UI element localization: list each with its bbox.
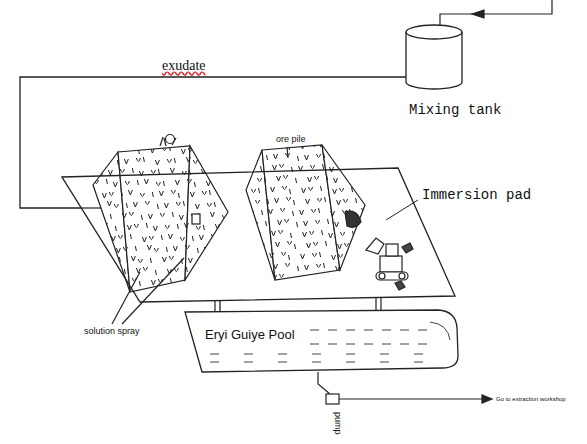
node-outline: [60, 160, 535, 310]
part-label: pump: [333, 412, 343, 435]
outflow-pipe: [318, 372, 330, 394]
leach-pool: Eryi Guiye Pool: [180, 306, 465, 378]
node-label: Immersion pad: [422, 187, 531, 203]
inflow-line: [440, 0, 552, 28]
part-label: ore pile: [276, 134, 306, 144]
outflow-arrowhead: [482, 395, 492, 403]
pump-symbol: [326, 394, 339, 404]
edge-label: exudate: [162, 58, 206, 74]
leader-line: [122, 258, 184, 324]
bulldozer: [366, 238, 413, 290]
pipe-connector: [219, 301, 220, 313]
inflow-arrowhead: [472, 10, 484, 18]
left-ore-pile: [93, 135, 236, 298]
part-label: solution spray: [84, 326, 140, 336]
immersion-pad: Immersion pad: [60, 160, 535, 310]
outflow-pipe: [339, 398, 486, 399]
leader-line: [287, 147, 288, 158]
node-label: Eryi Guiye Pool: [205, 328, 295, 343]
right-ore-pile: [246, 142, 372, 282]
pipe-connector: [20, 77, 406, 208]
node-label: Mixing tank: [409, 102, 501, 118]
mixing-tank: Mixing tank: [400, 22, 510, 122]
destination-note: Go to extraction workshop: [496, 396, 566, 403]
